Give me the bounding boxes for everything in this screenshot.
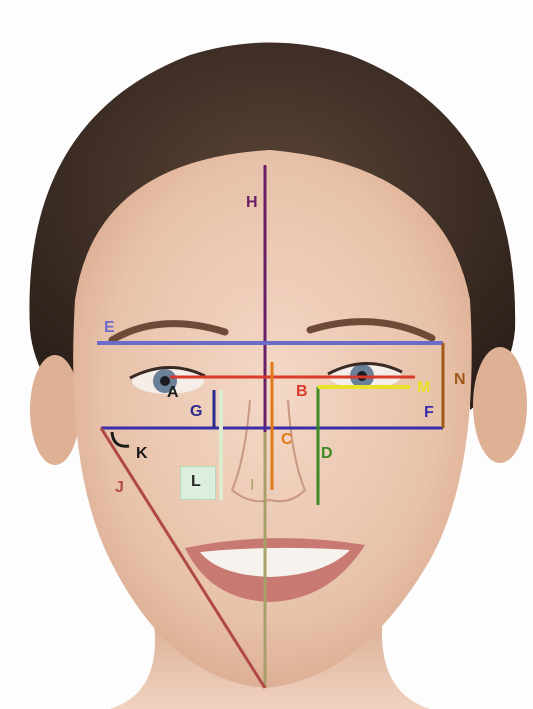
right-ear [473,347,527,463]
label-n: N [454,372,466,388]
label-m: M [417,380,430,396]
label-d: D [321,446,333,462]
label-j: J [115,480,124,496]
label-c: C [281,432,293,448]
label-i: I [250,478,254,494]
label-b: B [296,384,308,400]
label-h: H [246,195,258,211]
label-e: E [104,320,115,336]
label-a: A [167,385,179,401]
label-k: K [136,446,148,462]
label-f: F [424,405,434,421]
label-g: G [190,404,202,420]
label-l: L [191,474,201,490]
left-ear [30,355,80,465]
